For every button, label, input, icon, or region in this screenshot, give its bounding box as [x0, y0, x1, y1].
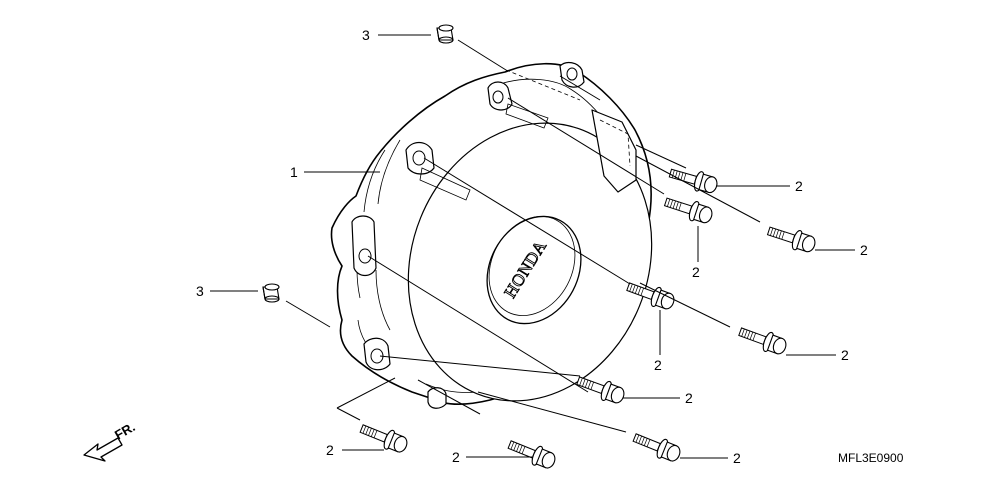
dowel-pin-lower	[262, 283, 280, 303]
callout-bolt-3: 2	[860, 242, 868, 258]
callout-bolt-9: 2	[733, 450, 741, 466]
front-direction-indicator: FR.	[83, 419, 138, 462]
callout-bolt-8: 2	[452, 449, 460, 465]
dowel-pin-upper	[436, 24, 454, 44]
callout-bolt-2: 2	[692, 264, 700, 280]
alignment-lines	[285, 39, 761, 433]
callout-dowel-lower: 3	[196, 283, 204, 299]
front-arrow-icon	[83, 437, 123, 462]
flange-bolt-2	[662, 191, 716, 227]
callout-bolt-5: 2	[841, 347, 849, 363]
flange-bolt-9	[630, 427, 684, 466]
flange-bolt-8	[505, 434, 559, 473]
callout-dowel-upper: 3	[362, 27, 370, 43]
callout-bolt-1: 2	[795, 178, 803, 194]
diagram-code: MFL3E0900	[838, 451, 904, 465]
callout-cover: 1	[290, 164, 298, 180]
callout-leaders	[210, 34, 855, 459]
flange-bolt-5	[736, 321, 790, 359]
flange-bolt-1	[667, 162, 720, 197]
callout-labels: 3 1 3 2 2 2 2 2 2 2 2 2	[196, 27, 868, 466]
generator-cover: HONDA	[330, 61, 653, 409]
callout-bolt-4: 2	[654, 357, 662, 373]
flange-bolt-3	[765, 220, 819, 256]
callout-bolt-6: 2	[685, 390, 693, 406]
callout-bolt-7: 2	[326, 442, 334, 458]
